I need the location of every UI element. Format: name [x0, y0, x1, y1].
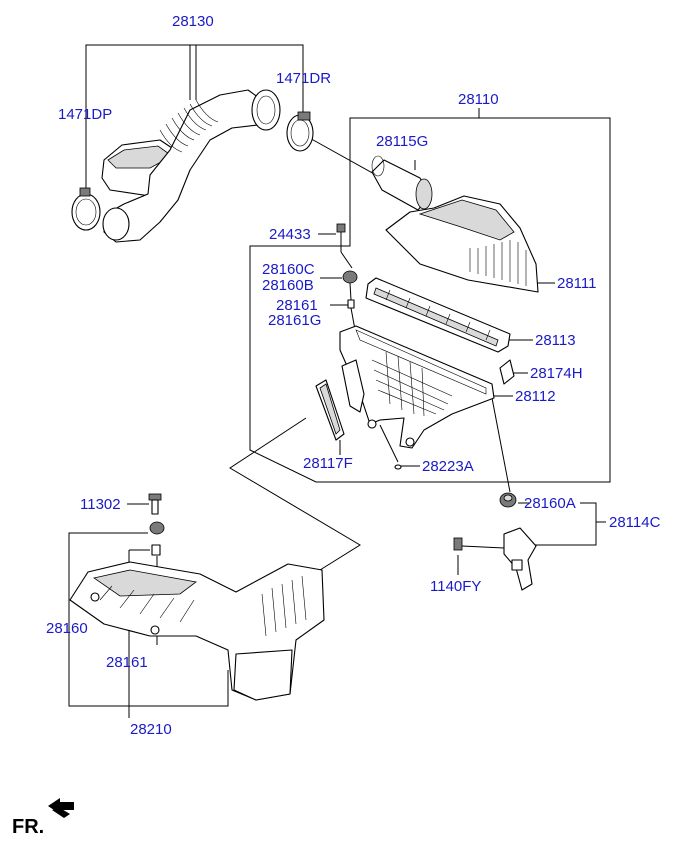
label-28160[interactable]: 28160 — [46, 620, 88, 637]
air-filter-element — [365, 277, 511, 353]
label-28117F[interactable]: 28117F — [303, 455, 353, 472]
front-indicator: FR. — [12, 798, 74, 838]
collar-28161 — [151, 544, 161, 556]
label-28115G[interactable]: 28115G — [376, 133, 428, 150]
clip-28174H — [499, 359, 515, 385]
label-28113[interactable]: 28113 — [535, 332, 576, 349]
label-28223A[interactable]: 28223A — [422, 458, 474, 475]
label-28174H[interactable]: 28174H — [530, 365, 583, 382]
front-arrow-icon — [48, 798, 74, 818]
label-28161G[interactable]: 28161G — [268, 312, 321, 329]
label-28112[interactable]: 28112 — [515, 388, 556, 405]
label-1471DP[interactable]: 1471DP — [58, 106, 112, 123]
label-28114C[interactable]: 28114C — [609, 514, 661, 531]
label-28160B[interactable]: 28160B — [262, 277, 314, 294]
label-28161-lower[interactable]: 28161 — [106, 654, 148, 671]
part-labels: 28130 1471DP 1471DR 28110 28115G 24433 2… — [46, 13, 661, 738]
grommet-28160 — [149, 521, 165, 535]
label-28160C[interactable]: 28160C — [262, 261, 315, 278]
screw-28223A — [394, 464, 402, 470]
label-28160A[interactable]: 28160A — [524, 495, 576, 512]
air-intake-hose — [101, 89, 281, 243]
front-label: FR. — [12, 816, 44, 838]
hose-clamp-left — [71, 187, 101, 231]
bolt-24433 — [336, 223, 353, 269]
label-28161-upper[interactable]: 28161 — [276, 297, 318, 314]
air-cleaner-body — [339, 325, 495, 449]
bolt-11302 — [148, 493, 162, 515]
grommet-28160A — [499, 492, 517, 508]
air-cleaner-cover — [385, 195, 539, 293]
label-1140FY[interactable]: 1140FY — [430, 578, 481, 595]
label-28111[interactable]: 28111 — [557, 275, 597, 292]
mounting-bracket-28114C — [503, 527, 537, 591]
label-28130[interactable]: 28130 — [172, 13, 214, 30]
label-28210[interactable]: 28210 — [130, 721, 172, 738]
resonator-tube — [371, 155, 433, 211]
label-28110[interactable]: 28110 — [458, 91, 499, 108]
air-intake-duct-28210 — [69, 561, 325, 701]
label-1471DR[interactable]: 1471DR — [276, 70, 331, 87]
hose-clamp-right — [286, 111, 314, 152]
seal-28117F — [315, 379, 345, 441]
bolt-1140FY — [453, 537, 505, 551]
label-11302[interactable]: 11302 — [80, 496, 121, 513]
label-24433[interactable]: 24433 — [269, 226, 311, 243]
